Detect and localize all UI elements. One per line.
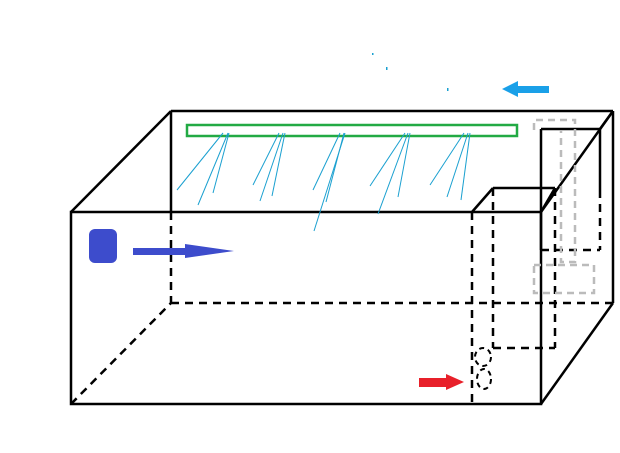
spray-line [397, 132, 411, 198]
hidden-pipe-lower [532, 263, 596, 295]
spray-line [212, 132, 230, 194]
hidden-bottom-left-diagonal [70, 302, 172, 405]
arrow-left-icon [502, 81, 549, 97]
tank-bottom-right-edge [539, 302, 615, 405]
spray-line [460, 132, 471, 201]
sump-chamber [470, 110, 615, 404]
spray-line [313, 132, 346, 232]
tank-top-left-edge [70, 110, 172, 213]
spray-line [197, 132, 229, 206]
water-speck [372, 53, 374, 55]
arrow-right-icon [133, 244, 234, 258]
sump-inner-right-diagonal [539, 187, 557, 213]
hidden-pipe [532, 118, 596, 295]
tank-front-face [69, 210, 543, 406]
spray-line [429, 132, 465, 186]
tank-hidden-edges [70, 212, 613, 405]
water-specks [372, 53, 449, 91]
hidden-pipe-upper [532, 118, 577, 264]
spray-line [369, 132, 406, 187]
water-speck [447, 88, 449, 91]
tank-outline [69, 109, 615, 406]
spray-bar [185, 123, 519, 138]
spray-line [259, 132, 284, 202]
spray-line [446, 132, 469, 198]
spray-line [312, 132, 341, 191]
pump-block-icon [89, 229, 117, 263]
spray-line [176, 132, 224, 191]
arrow-right-icon [419, 374, 464, 390]
sump-top-diagonal [471, 187, 494, 213]
spray-line [252, 132, 280, 186]
outlet-hole [474, 347, 492, 390]
rear-chamber-diagonal [598, 110, 615, 130]
outlet-lower-ring [476, 368, 492, 390]
spray-lines [176, 132, 471, 232]
outlet-upper-ring [474, 347, 492, 367]
water-speck [386, 67, 388, 70]
spray-line [271, 132, 286, 197]
spray-line [377, 132, 409, 215]
